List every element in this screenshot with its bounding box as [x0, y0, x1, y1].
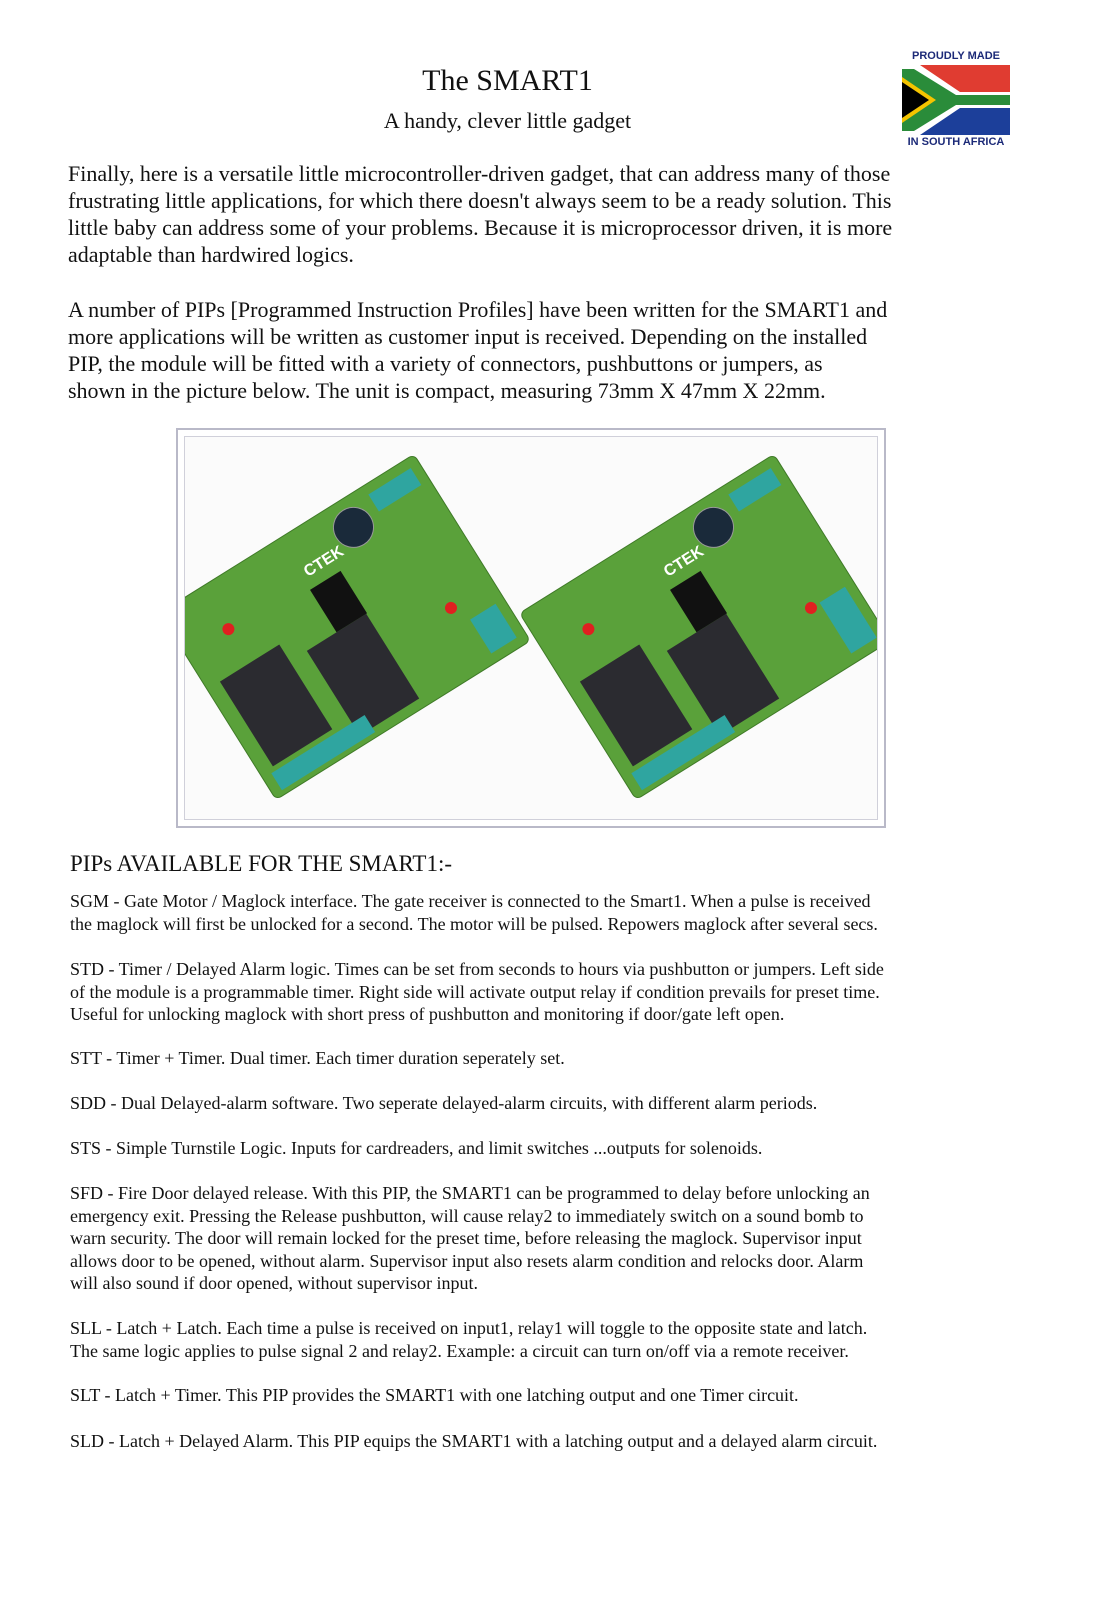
text-line: Finally, here is a versatile little micr…	[68, 161, 891, 186]
text-line: shown in the picture below. The unit is …	[68, 378, 826, 403]
pcb-board-right: CTEK	[521, 455, 877, 799]
text-line: of the module is a programmable timer. R…	[70, 981, 880, 1002]
badge-top-text: PROUDLY MADE	[911, 50, 1001, 62]
pip-item: SLD - Latch + Delayed Alarm. This PIP eq…	[70, 1430, 877, 1453]
pcb-board-left: CTEK	[185, 455, 529, 799]
text-line: SLD - Latch + Delayed Alarm. This PIP eq…	[70, 1431, 878, 1451]
smart1-boards-image: CTEK CTEK	[185, 455, 877, 799]
pip-item: STD - Timer / Delayed Alarm logic. Times…	[70, 958, 884, 1026]
pip-item: SFD - Fire Door delayed release. With th…	[70, 1182, 870, 1295]
pip-item: SLT - Latch + Timer. This PIP provides t…	[70, 1384, 799, 1407]
text-line: frustrating little applications, for whi…	[68, 188, 892, 213]
pip-item: SGM - Gate Motor / Maglock interface. Th…	[70, 890, 878, 935]
text-line: STT - Timer + Timer. Dual timer. Each ti…	[70, 1048, 565, 1068]
text-line: PIP, the module will be fitted with a va…	[68, 351, 823, 376]
text-line: warn security. The door will remain lock…	[70, 1228, 862, 1248]
pip-item: SDD - Dual Delayed-alarm software. Two s…	[70, 1092, 817, 1115]
badge-bottom-text: IN SOUTH AFRICA	[907, 136, 1005, 148]
south-africa-flag-icon	[902, 65, 1010, 135]
text-line: emergency exit. Pressing the Release pus…	[70, 1205, 864, 1226]
intro-paragraph: A number of PIPs [Programmed Instruction…	[68, 296, 887, 404]
text-line: adaptable than hardwired logics.	[68, 242, 354, 267]
pips-heading: PIPs AVAILABLE FOR THE SMART1:-	[70, 851, 453, 876]
text-line: STD - Timer / Delayed Alarm logic. Times…	[70, 959, 884, 979]
proudly-made-badge: PROUDLY MADE IN SOUTH AFRICA	[900, 50, 1012, 150]
product-photo: CTEK CTEK	[176, 428, 886, 828]
pip-item: STT - Timer + Timer. Dual timer. Each ti…	[70, 1047, 565, 1070]
text-line: SFD - Fire Door delayed release. With th…	[70, 1183, 870, 1203]
text-line: SLL - Latch + Latch. Each time a pulse i…	[70, 1318, 868, 1338]
intro-paragraph: Finally, here is a versatile little micr…	[68, 160, 892, 268]
page-subtitle: A handy, clever little gadget	[383, 108, 632, 133]
text-line: little baby can address some of your pro…	[68, 215, 893, 240]
text-line: A number of PIPs [Programmed Instruction…	[68, 297, 888, 322]
text-line: will also sound if door opened, without …	[70, 1273, 478, 1293]
text-line: allows door to be opened, without alarm.…	[70, 1250, 864, 1271]
text-line: SDD - Dual Delayed-alarm software. Two s…	[70, 1093, 818, 1113]
text-line: STS - Simple Turnstile Logic. Inputs for…	[70, 1138, 763, 1158]
text-line: SLT - Latch + Timer. This PIP provides t…	[70, 1385, 799, 1405]
pip-item: SLL - Latch + Latch. Each time a pulse i…	[70, 1317, 867, 1362]
page-title: The SMART1	[422, 64, 593, 97]
text-line: the maglock will first be unlocked for a…	[70, 913, 878, 934]
text-line: more applications will be written as cus…	[68, 324, 868, 349]
text-line: Useful for unlocking maglock with short …	[70, 1004, 785, 1024]
text-line: The same logic applies to pulse signal 2…	[70, 1340, 849, 1361]
text-line: SGM - Gate Motor / Maglock interface. Th…	[70, 891, 871, 911]
pip-item: STS - Simple Turnstile Logic. Inputs for…	[70, 1137, 762, 1160]
